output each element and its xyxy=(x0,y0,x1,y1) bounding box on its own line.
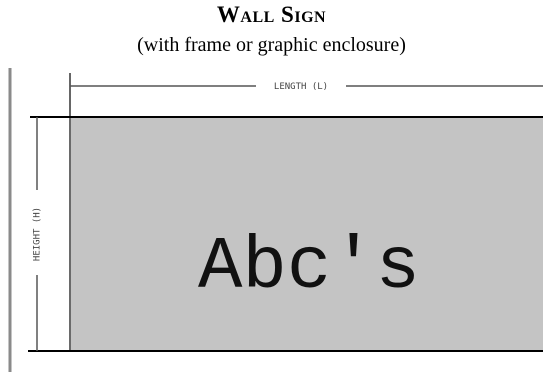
sign-panel xyxy=(70,117,543,351)
length-label: LENGTH (L) xyxy=(274,82,328,92)
diagram-title: Wall Sign xyxy=(216,2,327,27)
diagram-subtitle: (with frame or graphic enclosure) xyxy=(137,34,406,56)
height-label: HEIGHT (H) xyxy=(33,207,43,261)
sign-lettering: Abc's xyxy=(198,226,420,310)
